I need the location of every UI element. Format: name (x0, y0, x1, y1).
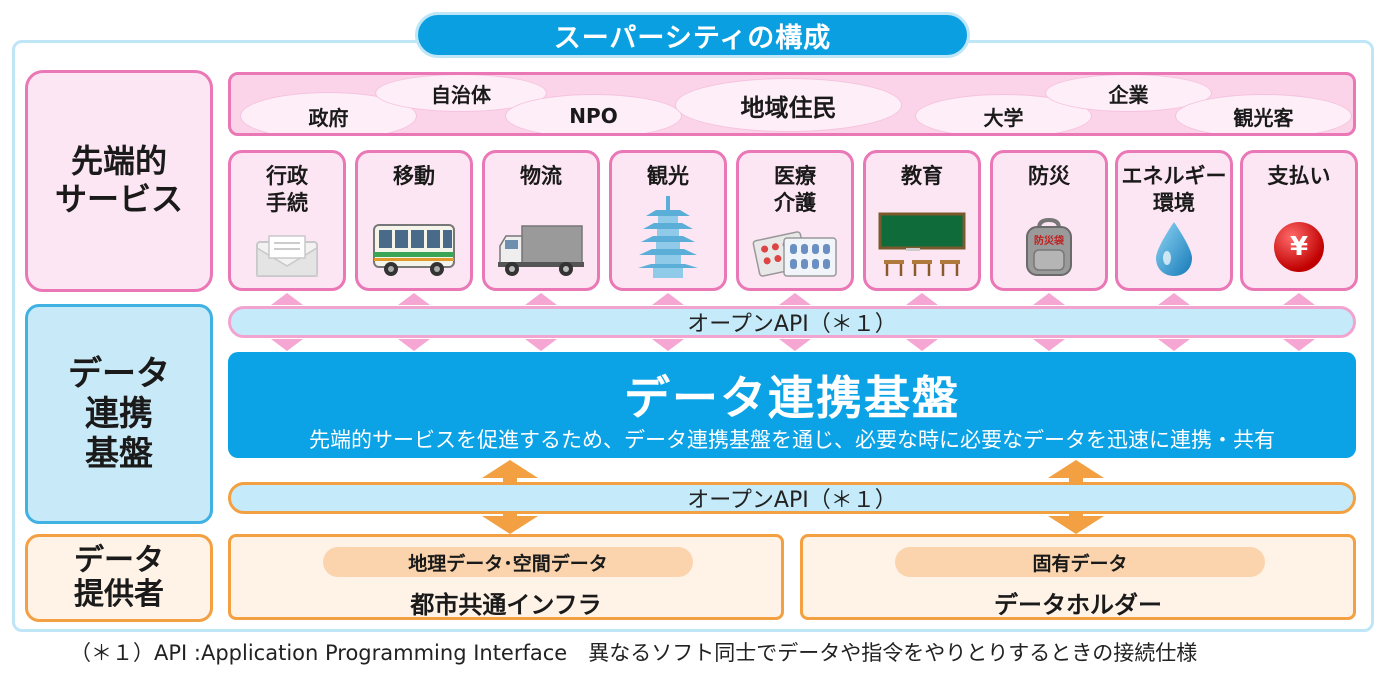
stakeholder-npo: NPO (506, 95, 681, 133)
service-label: 物流 (520, 164, 562, 188)
yen-symbol: ¥ (1274, 222, 1324, 272)
provider-city-infra: 地理データ･空間データ 都市共通インフラ (228, 534, 784, 620)
platform-title: データ連携基盤 (624, 371, 960, 425)
stakeholders-band: 政府 自治体 NPO 地域住民 大学 企業 観光客 (228, 72, 1356, 136)
pink-arrow-down (271, 339, 303, 351)
pink-arrow-down (525, 339, 557, 351)
open-api-top: オープンAPI（＊１） (228, 306, 1356, 338)
service-label: 行政 手続 (266, 164, 308, 216)
service-payment: 支払い ¥ (1240, 150, 1358, 291)
service-medical-care: 医療 介護 (736, 150, 854, 291)
pink-arrow-down (906, 339, 938, 351)
pagoda-icon (612, 196, 724, 278)
yen-coin-icon: ¥ (1243, 222, 1355, 278)
service-label: エネルギー 環境 (1121, 164, 1227, 216)
service-label: 教育 (901, 164, 943, 188)
provider-name: データホルダー (994, 591, 1162, 619)
classroom-icon (866, 212, 978, 278)
diagram-title: スーパーシティの構成 (415, 12, 970, 58)
pink-arrow-up (271, 293, 303, 305)
service-disaster-prevention: 防災 防災袋 (990, 150, 1108, 291)
service-tourism: 観光 (609, 150, 727, 291)
water-drop-icon (1118, 220, 1230, 278)
platform-description: 先端的サービスを促進するため、データ連携基盤を通じ、必要な時に必要なデータを迅速… (309, 428, 1275, 452)
provider-data-type: 固有データ (895, 547, 1265, 577)
service-label: 観光 (647, 164, 689, 188)
pink-arrow-up (906, 293, 938, 305)
provider-data-type: 地理データ･空間データ (323, 547, 693, 577)
category-platform: データ 連携 基盤 (25, 304, 213, 524)
pink-arrow-up (1283, 293, 1315, 305)
service-label: 防災 (1028, 164, 1070, 188)
stakeholder-residents: 地域住民 (676, 79, 901, 131)
pink-arrow-down (1033, 339, 1065, 351)
truck-icon (485, 222, 597, 278)
footnote: （＊１）API :Application Programming Interfa… (70, 641, 1198, 665)
pink-arrow-down (652, 339, 684, 351)
pink-arrow-up (779, 293, 811, 305)
backpack-icon: 防災袋 (993, 218, 1105, 278)
open-api-bottom: オープンAPI（＊１） (228, 482, 1356, 514)
provider-data-holder: 固有データ データホルダー (800, 534, 1356, 620)
pink-arrow-up (1158, 293, 1190, 305)
envelope-icon (231, 234, 343, 278)
category-services: 先端的 サービス (25, 70, 213, 292)
service-label: 支払い (1267, 164, 1331, 188)
stakeholder-tourists: 観光客 (1176, 95, 1351, 133)
backpack-label: 防災袋 (1034, 236, 1064, 247)
service-label: 移動 (393, 164, 435, 188)
pink-arrow-down (779, 339, 811, 351)
pills-icon (739, 226, 851, 278)
service-admin-procedures: 行政 手続 (228, 150, 346, 291)
service-energy-environment: エネルギー 環境 (1115, 150, 1233, 291)
service-logistics: 物流 (482, 150, 600, 291)
provider-name: 都市共通インフラ (410, 591, 602, 619)
pink-arrow-up (525, 293, 557, 305)
service-education: 教育 (863, 150, 981, 291)
stakeholder-university: 大学 (916, 95, 1091, 133)
stakeholder-companies: 企業 (1046, 75, 1211, 111)
pink-arrow-up (398, 293, 430, 305)
pink-arrow-up (652, 293, 684, 305)
service-label: 医療 介護 (774, 164, 816, 216)
bus-icon (358, 222, 470, 278)
category-providers: データ 提供者 (25, 534, 213, 622)
data-platform: データ連携基盤 先端的サービスを促進するため、データ連携基盤を通じ、必要な時に必… (228, 352, 1356, 458)
pink-arrow-down (398, 339, 430, 351)
service-mobility: 移動 (355, 150, 473, 291)
pink-arrow-down (1158, 339, 1190, 351)
pink-arrow-down (1283, 339, 1315, 351)
pink-arrow-up (1033, 293, 1065, 305)
